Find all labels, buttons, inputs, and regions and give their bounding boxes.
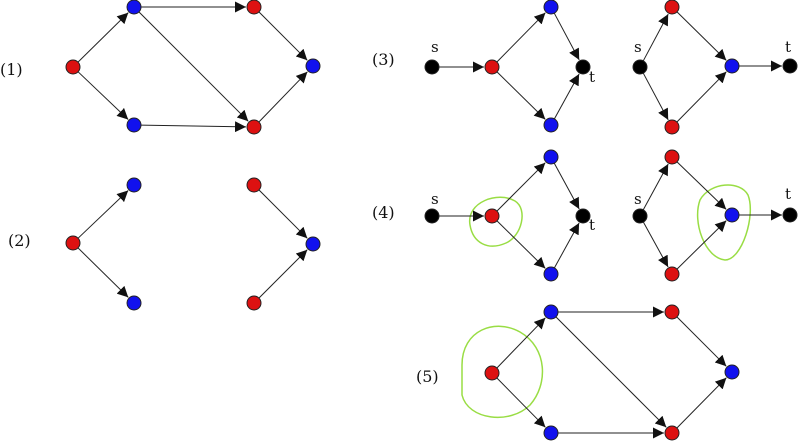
node-p3a-t <box>575 59 591 75</box>
highlight-outline-panel5 <box>461 325 544 419</box>
node-p1-n3 <box>126 117 142 133</box>
node-p4b-s <box>632 208 648 224</box>
node-p3b-n2 <box>664 119 680 135</box>
node-p1-n1 <box>65 59 81 75</box>
node-p4a-s <box>424 208 440 224</box>
edge-p5-n2-to-p5-n5 <box>555 316 667 428</box>
panel-label-1: (1) <box>0 60 23 79</box>
sink-label-panel4-right: t <box>785 185 791 203</box>
node-p4b-n3 <box>724 207 740 223</box>
highlight-outline-panel4-left <box>469 196 523 247</box>
edge-p2-n1-to-p2-n2 <box>77 190 129 239</box>
edge-p1-n1-to-p1-n3 <box>77 71 129 120</box>
highlight-outline-panel4-right <box>696 184 752 261</box>
node-p4a-n2 <box>543 149 559 165</box>
source-label-panel4-right: s <box>634 190 642 208</box>
edge-p3b-s-to-p3b-n2 <box>642 72 669 121</box>
edges <box>77 1 782 439</box>
node-p2-n5 <box>246 295 262 311</box>
node-p2-n2 <box>126 177 142 193</box>
edge-p4a-n2-to-p4a-t <box>553 162 580 210</box>
edge-p4a-n1-to-p4a-n3 <box>496 220 546 269</box>
node-p1-n5 <box>246 119 262 135</box>
node-p4a-t <box>575 208 591 224</box>
panel-label-4: (4) <box>372 203 395 222</box>
edge-p3a-n1-to-p3a-n3 <box>496 71 546 120</box>
node-p3a-s <box>424 59 440 75</box>
source-label-panel3-left: s <box>431 38 439 56</box>
node-p5-n4 <box>664 304 680 320</box>
edge-p3b-n1-to-p3b-n3 <box>676 11 727 61</box>
node-p1-n2 <box>126 0 142 15</box>
edge-p2-n1-to-p2-n3 <box>77 247 129 298</box>
node-p3a-n3 <box>543 117 559 133</box>
panel-label-5: (5) <box>416 367 439 386</box>
source-label-panel4-left: s <box>431 190 439 208</box>
edge-p1-n4-to-p1-n6 <box>258 11 308 61</box>
edge-p4b-n1-to-p4b-n3 <box>676 161 727 210</box>
edge-p4a-n1-to-p4a-n2 <box>496 162 546 212</box>
edge-p1-n1-to-p1-n2 <box>77 12 129 63</box>
node-p3a-n2 <box>543 0 559 15</box>
node-p4a-n3 <box>543 266 559 282</box>
edge-p5-n1-to-p5-n3 <box>496 377 546 428</box>
edge-p1-n2-to-p1-n5 <box>138 11 249 122</box>
edge-p5-n1-to-p5-n2 <box>496 317 546 369</box>
edge-p3a-n3-to-p3a-t <box>553 73 580 120</box>
node-p4b-n2 <box>664 266 680 282</box>
sink-label-panel3-left: t <box>589 68 595 86</box>
node-p5-n3 <box>543 425 559 441</box>
edge-p1-n5-to-p1-n6 <box>258 71 308 123</box>
node-p5-n6 <box>724 364 740 380</box>
sink-label-panel3-right: t <box>785 38 791 56</box>
edge-p2-n5-to-p2-n6 <box>258 249 308 299</box>
edge-p4b-n2-to-p4b-n3 <box>676 220 727 270</box>
node-p5-n1 <box>484 365 500 381</box>
node-p4b-n1 <box>664 149 680 165</box>
node-p5-n5 <box>664 425 680 441</box>
edge-p5-n4-to-p5-n6 <box>676 316 727 367</box>
node-p1-n6 <box>305 58 321 74</box>
node-p2-n1 <box>65 235 81 251</box>
panel-label-2: (2) <box>8 231 31 250</box>
node-p1-n4 <box>246 0 262 15</box>
nodes <box>65 0 798 441</box>
panel-label-3: (3) <box>372 50 395 69</box>
node-p5-n2 <box>543 304 559 320</box>
edge-p3a-n1-to-p3a-n2 <box>496 12 546 63</box>
edge-p3a-n2-to-p3a-t <box>553 12 580 61</box>
sink-label-panel4-left: t <box>589 216 595 234</box>
node-p3b-s <box>632 59 648 75</box>
edge-p4b-s-to-p4b-n1 <box>642 163 669 211</box>
edge-p4b-s-to-p4b-n2 <box>642 221 669 268</box>
highlight-outlines <box>461 184 752 419</box>
node-p2-n6 <box>305 236 321 252</box>
edge-p3b-n2-to-p3b-n3 <box>676 71 727 123</box>
node-p4b-t <box>782 207 798 223</box>
edge-p1-n3-to-p1-n5 <box>140 121 247 133</box>
source-label-panel3-right: s <box>634 38 642 56</box>
node-p3b-t <box>782 58 798 74</box>
edge-p2-n4-to-p2-n6 <box>258 189 308 239</box>
node-p3b-n3 <box>724 58 740 74</box>
node-p2-n4 <box>246 177 262 193</box>
node-p3a-n1 <box>484 59 500 75</box>
edge-p4a-n3-to-p4a-t <box>553 222 580 269</box>
edge-p5-n5-to-p5-n6 <box>676 377 727 429</box>
edge-p3b-s-to-p3b-n1 <box>642 13 669 62</box>
node-p4a-n1 <box>484 208 500 224</box>
node-p3b-n1 <box>664 0 680 15</box>
node-p2-n3 <box>126 295 142 311</box>
